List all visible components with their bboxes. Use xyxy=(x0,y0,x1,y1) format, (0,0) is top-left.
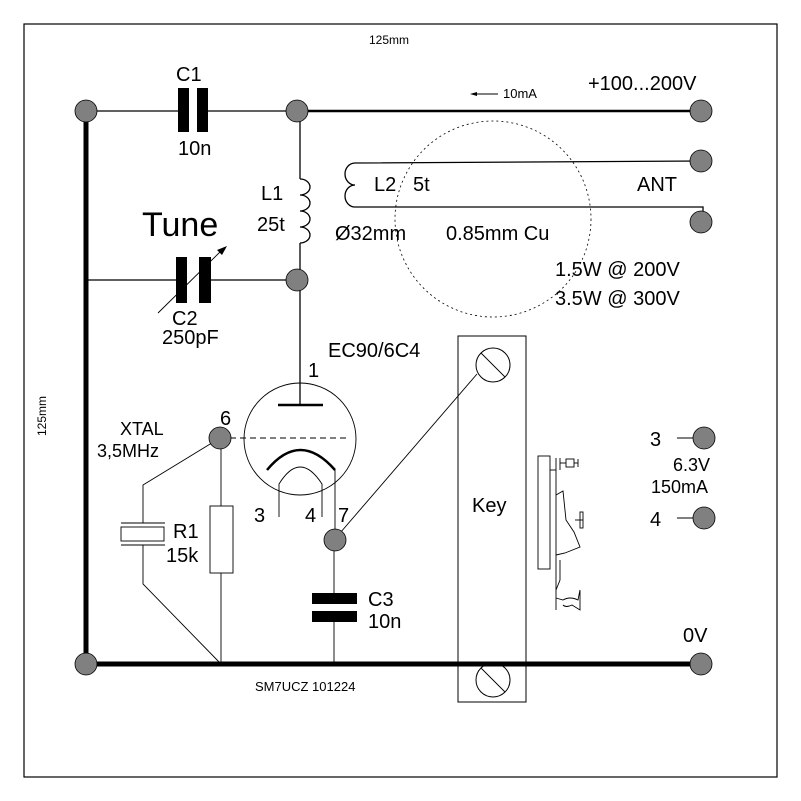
heater-voltage-label: 6.3V xyxy=(673,455,710,475)
heater-pin-4-label: 4 xyxy=(650,509,661,531)
screw-slot xyxy=(480,352,506,378)
key-wire xyxy=(333,373,478,541)
l1-ref-label: L1 xyxy=(261,183,283,205)
pin-label-3: 3 xyxy=(254,505,265,527)
tube-cathode xyxy=(266,448,336,471)
pad-anode[interactable] xyxy=(285,268,309,292)
pad-ground-left[interactable] xyxy=(74,652,98,676)
power-note: 1.5W @ 200V xyxy=(555,259,680,281)
pin-label-4: 4 xyxy=(305,505,316,527)
r1-ref-label: R1 xyxy=(173,521,199,543)
antenna-label: ANT xyxy=(637,174,677,196)
pad-heater-3[interactable] xyxy=(692,426,716,450)
l2-form-label: Ø32mm xyxy=(335,223,406,245)
c3-plate xyxy=(312,593,357,604)
wire xyxy=(142,545,222,665)
l2-wire-label: 0.85mm Cu xyxy=(446,223,549,245)
coil-form-outline xyxy=(394,120,592,318)
c2-plate xyxy=(199,257,211,303)
l2-ref-label: L2 xyxy=(374,174,396,196)
height-dimension-label: 125mm xyxy=(35,396,49,436)
heater-current-label: 150mA xyxy=(651,477,708,497)
c1-plate xyxy=(178,88,189,132)
power-note: 3.5W @ 300V xyxy=(555,288,680,310)
junction-dot xyxy=(84,278,88,282)
pad-antenna[interactable] xyxy=(689,149,713,173)
pad-grid[interactable] xyxy=(208,426,232,450)
pin-label-6: 6 xyxy=(220,408,231,430)
supply-label: +100...200V xyxy=(588,73,697,95)
pin-label-1: 1 xyxy=(308,360,319,382)
r1-value-label: 15k xyxy=(166,545,199,567)
key-label: Key xyxy=(472,495,506,517)
current-label: 10mA xyxy=(503,86,537,101)
board-outline xyxy=(23,23,778,778)
ground-label: 0V xyxy=(683,625,708,647)
wire xyxy=(142,437,221,523)
l2-coil xyxy=(344,160,704,215)
key-body[interactable] xyxy=(457,335,527,703)
c3-value-label: 10n xyxy=(368,611,401,633)
pad-cathode[interactable] xyxy=(323,528,347,552)
c2-value-label: 250pF xyxy=(162,327,219,349)
signature: SM7UCZ 101224 xyxy=(255,679,355,694)
c2-ref-label: C2 xyxy=(172,308,198,330)
xtal-ref-label: XTAL xyxy=(120,419,164,439)
key-screw-bottom-icon[interactable] xyxy=(475,662,511,698)
c3-ref-label: C3 xyxy=(368,589,394,611)
pad-l1-top[interactable] xyxy=(285,99,309,123)
screw-slot xyxy=(480,667,506,693)
tube-type-label: EC90/6C4 xyxy=(328,340,420,362)
junction-dot xyxy=(218,661,224,667)
pin-label-7: 7 xyxy=(338,505,349,527)
l1-coil xyxy=(299,178,311,244)
junction-dot xyxy=(331,661,337,667)
pad-antenna-ground[interactable] xyxy=(689,210,713,234)
pad-ground-top[interactable] xyxy=(74,99,98,123)
c3-plate xyxy=(312,611,357,622)
tune-label: Tune xyxy=(142,206,218,244)
c1-ref-label: C1 xyxy=(176,64,202,86)
variable-arrow-head-icon xyxy=(217,246,227,255)
heater-pin-3-label: 3 xyxy=(650,429,661,451)
c2-plate xyxy=(176,257,187,303)
arrow-head-icon xyxy=(470,92,477,96)
tube-heater xyxy=(278,466,323,517)
xtal-value-label: 3,5MHz xyxy=(97,441,159,461)
r1-body xyxy=(209,505,234,574)
l2-value-label: 5t xyxy=(413,174,430,196)
width-dimension-label: 125mm xyxy=(369,33,409,47)
pad-ground-right[interactable] xyxy=(689,652,713,676)
l1-value-label: 25t xyxy=(257,214,285,236)
pad-heater-4[interactable] xyxy=(692,506,716,530)
pad-supply[interactable] xyxy=(689,99,713,123)
c1-value-label: 10n xyxy=(178,138,211,160)
variable-arrow xyxy=(157,250,222,314)
tube-envelope xyxy=(243,382,357,496)
morse-key-icon xyxy=(537,455,584,611)
c1-plate xyxy=(197,88,208,132)
xtal-body xyxy=(120,526,165,542)
